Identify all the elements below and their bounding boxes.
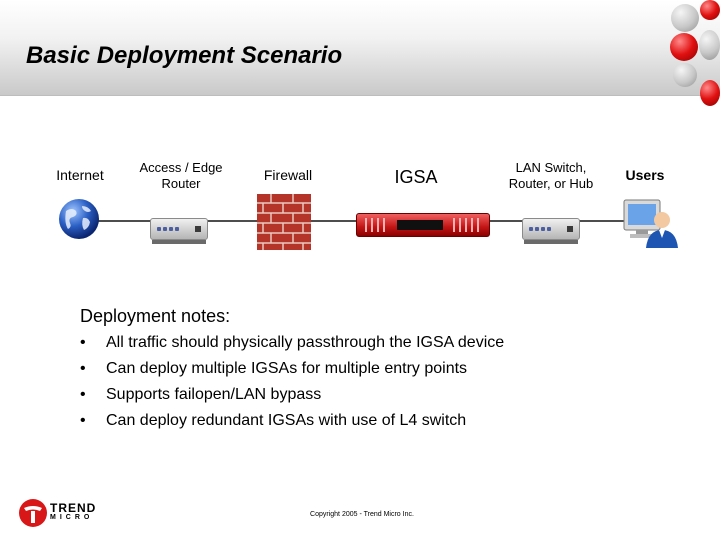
copyright-text: Copyright 2005 - Trend Micro Inc. — [310, 511, 414, 518]
switch-icon — [522, 218, 580, 240]
note-text: Can deploy multiple IGSAs for multiple e… — [106, 360, 468, 377]
bullet-marker: • — [80, 386, 86, 403]
list-item: • Can deploy redundant IGSAs with use of … — [80, 411, 504, 437]
list-item: • Can deploy multiple IGSAs for multiple … — [80, 359, 504, 385]
decor-gray-sphere — [671, 4, 699, 32]
note-text: Supports failopen/LAN bypass — [106, 386, 322, 403]
globe-icon — [56, 196, 102, 247]
notes-heading: Deployment notes: — [80, 306, 231, 326]
node-label-firewall: Firewall — [263, 167, 313, 183]
list-item: • Supports failopen/LAN bypass — [80, 385, 504, 411]
decor-red-sphere — [700, 0, 720, 20]
node-label-router: Access / Edge Router — [139, 160, 223, 191]
bullet-marker: • — [80, 360, 86, 377]
title-bar — [0, 0, 720, 95]
node-label-lan: LAN Switch, Router, or Hub — [508, 160, 594, 191]
trend-micro-logo-icon — [18, 498, 48, 533]
page-title: Basic Deployment Scenario — [26, 42, 343, 69]
node-label-users: Users — [625, 167, 665, 183]
title-divider — [0, 95, 720, 96]
note-text: Can deploy redundant IGSAs with use of L… — [106, 412, 467, 429]
router-base — [152, 240, 206, 244]
note-text: All traffic should physically passthroug… — [106, 334, 505, 351]
notes-list: • All traffic should physically passthrou… — [80, 333, 504, 437]
decor-gray-sphere — [673, 63, 697, 87]
decor-red-sphere — [700, 80, 720, 106]
bullet-marker: • — [80, 412, 86, 429]
decor-red-sphere — [670, 33, 698, 61]
decor-gray-sphere — [699, 30, 720, 60]
logo-subtext: MICRO — [50, 514, 94, 521]
logo-text: TREND — [50, 501, 97, 515]
switch-base — [524, 240, 578, 244]
router-icon — [150, 218, 208, 240]
node-label-igsa: IGSA — [394, 167, 438, 187]
user-computer-icon — [622, 196, 678, 255]
bullet-marker: • — [80, 334, 86, 351]
firewall-icon — [257, 194, 311, 255]
list-item: • All traffic should physically passthrou… — [80, 333, 504, 359]
appliance-icon — [356, 213, 490, 237]
node-label-internet: Internet — [56, 167, 104, 183]
